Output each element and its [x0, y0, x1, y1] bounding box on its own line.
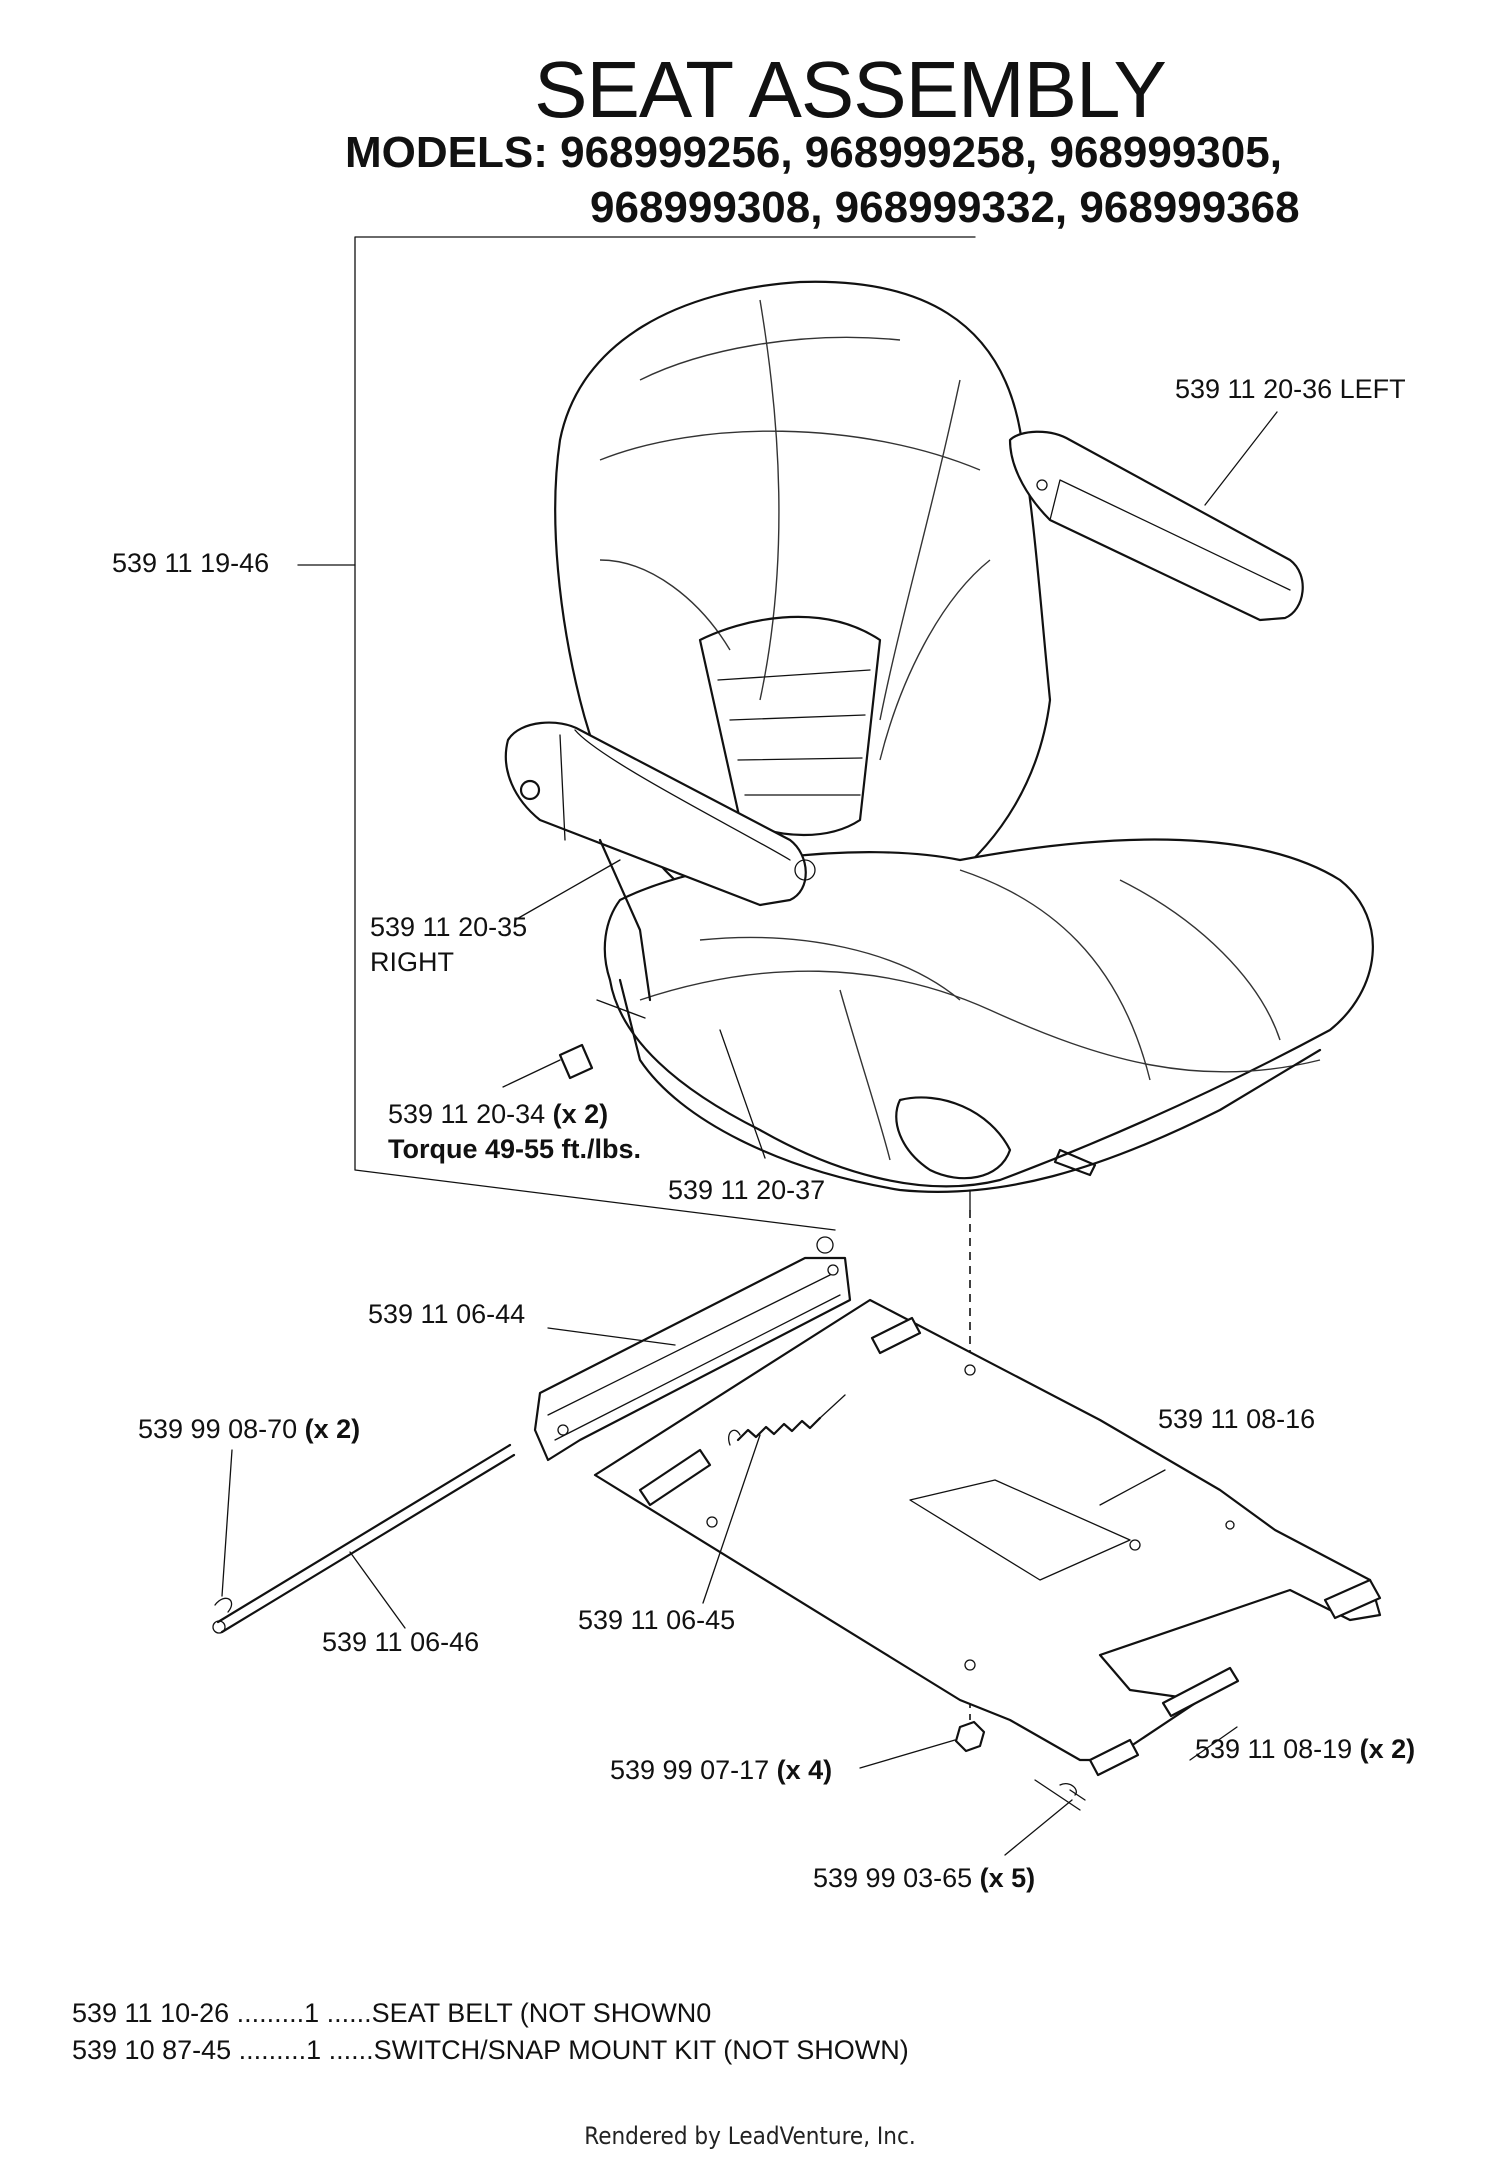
- callout-clip: 539 99 08-70 (x 2): [138, 1414, 360, 1445]
- callout-slide-rail: 539 11 06-44: [368, 1299, 526, 1329]
- pivot-pin: [1161, 1666, 1240, 1718]
- callout-pivot-pin: 539 11 08-19 (x 2): [1195, 1734, 1415, 1765]
- clip: [214, 1597, 233, 1613]
- parts-list-row: 539 10 87-45 .........1 ......SWITCH/SNA…: [72, 2035, 909, 2065]
- seat-cushion: [603, 838, 1374, 1188]
- callout-armrest-left: 539 11 20-36 LEFT: [1175, 374, 1406, 404]
- assembly-bracket: [354, 236, 976, 1231]
- rod: [212, 1443, 516, 1634]
- knob-part-number: 539 11 20-34: [388, 1099, 546, 1129]
- knob-quantity: (x 2): [552, 1099, 609, 1129]
- models-line-1: MODELS: 968999256, 968999258, 968999305,: [345, 128, 1282, 177]
- nut-part-number: 539 99 07-17: [610, 1755, 770, 1785]
- armrest-right: [504, 721, 807, 907]
- clip-quantity: (x 2): [304, 1414, 361, 1444]
- spring: [728, 1394, 846, 1446]
- seat-pan-base: [618, 978, 1322, 1193]
- pivot-pin-quantity: (x 2): [1359, 1734, 1416, 1764]
- callout-armrest-right: 539 11 20-35: [370, 912, 528, 942]
- render-credit: Rendered by LeadVenture, Inc.: [584, 2122, 916, 2150]
- plate-cutout: [909, 1479, 1131, 1581]
- models-line-2: 968999308, 968999332, 968999368: [590, 183, 1300, 232]
- cotter-pin-part-number: 539 99 03-65: [813, 1863, 973, 1893]
- cotter-pin-quantity: (x 5): [979, 1863, 1036, 1893]
- callout-seat-pan: 539 11 20-37: [668, 1175, 826, 1205]
- clip-part-number: 539 99 08-70: [138, 1414, 298, 1444]
- nut-quantity: (x 4): [776, 1755, 833, 1785]
- callout-knob: 539 11 20-34 (x 2): [388, 1099, 608, 1130]
- callout-armrest-right-side: RIGHT: [370, 947, 454, 977]
- callout-nut: 539 99 07-17 (x 4): [610, 1755, 832, 1786]
- seat-drawing: [504, 280, 1374, 1211]
- seat-plate: [593, 1298, 1382, 1777]
- callout-knob-torque: Torque 49-55 ft./lbs.: [388, 1134, 642, 1164]
- callout-spring: 539 11 06-45: [578, 1605, 736, 1635]
- callout-cotter-pin: 539 99 03-65 (x 5): [813, 1863, 1035, 1894]
- pivot-pin-part-number: 539 11 08-19: [1195, 1734, 1353, 1764]
- callout-rod: 539 11 06-46: [322, 1627, 480, 1657]
- seat-backrest: [554, 280, 1052, 902]
- callout-seat-assembly: 539 11 19-46: [112, 548, 270, 578]
- plate-tube: [638, 1448, 712, 1507]
- parts-list-row: 539 11 10-26 .........1 ......SEAT BELT …: [72, 1998, 712, 2028]
- callout-seat-plate: 539 11 08-16: [1158, 1404, 1316, 1434]
- slide-rail: [533, 1236, 852, 1462]
- knob: [558, 1043, 594, 1080]
- page-title: SEAT ASSEMBLY: [534, 45, 1167, 134]
- nut: [954, 1720, 986, 1753]
- cotter-pin: [1069, 1789, 1086, 1801]
